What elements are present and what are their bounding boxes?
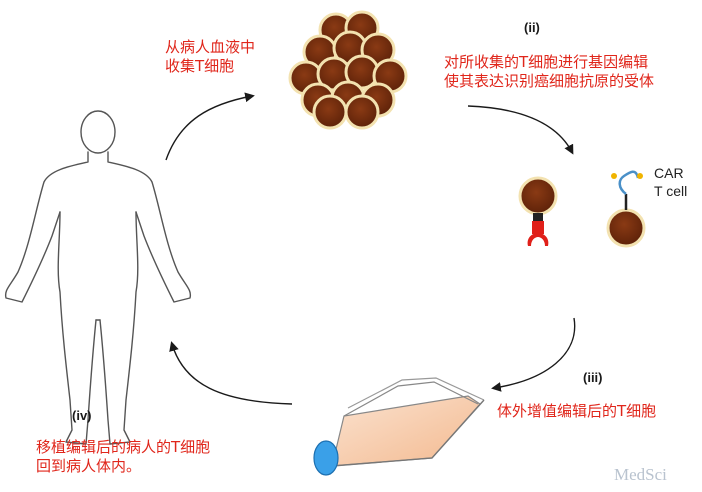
t-cell (312, 94, 348, 130)
collect-step-label: 从病人血液中 收集T细胞 (165, 38, 256, 75)
edit-step-label: 对所收集的T细胞进行基因编辑 使其表达识别癌细胞抗原的受体 (444, 53, 655, 90)
expand-step-marker: (iii) (583, 370, 603, 385)
reinfuse-step-marker: (iv) (72, 408, 92, 423)
reinfuse-step-label: 移植编辑后的病人的T细胞 回到病人体内。 (36, 438, 211, 475)
medsci-watermark: MedSci (614, 465, 667, 484)
expand-step-label: 体外增值编辑后的T细胞 (497, 402, 657, 420)
human-body-outline (4, 110, 192, 445)
t-cell-cluster (288, 10, 408, 130)
edit-step-marker: (ii) (524, 20, 540, 35)
car-t-cell-label: CAR T cell (654, 165, 688, 200)
cycle-arrows (165, 92, 576, 405)
edited-t-cell-with-receptor (518, 176, 558, 246)
t-cell (344, 94, 380, 130)
culture-flask (313, 377, 485, 476)
car-t-cell (606, 170, 646, 248)
